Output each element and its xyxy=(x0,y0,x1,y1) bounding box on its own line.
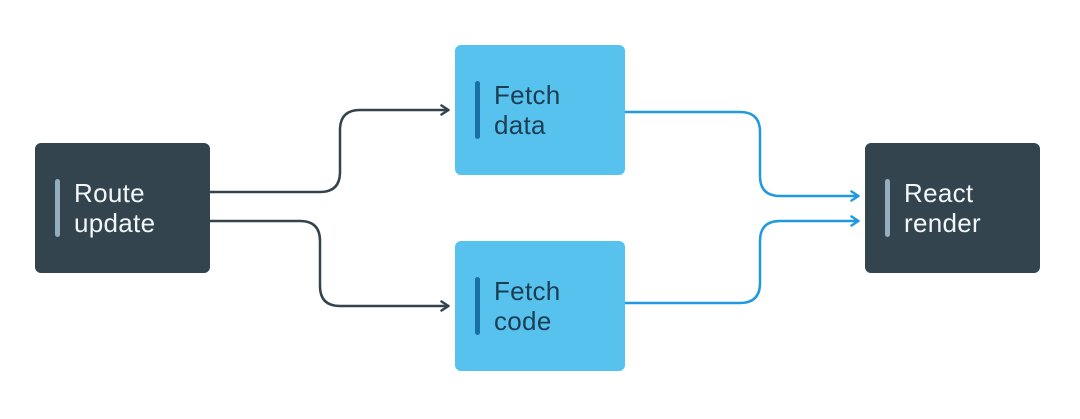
node-fetch-data-label: Fetch data xyxy=(494,79,561,140)
node-react-render: React render xyxy=(865,143,1040,273)
node-react-render-label: React render xyxy=(904,177,981,238)
node-fetch-code-label: Fetch code xyxy=(494,275,561,336)
edge-fetch-data-to-react-render xyxy=(623,110,860,202)
node-route-update: Route update xyxy=(35,143,210,273)
accent-bar xyxy=(55,179,60,237)
node-route-update-label: Route update xyxy=(74,177,156,238)
accent-bar xyxy=(475,277,480,335)
accent-bar xyxy=(475,81,480,139)
node-fetch-data: Fetch data xyxy=(455,45,625,175)
edge-route-update-to-fetch-data xyxy=(208,104,450,194)
node-fetch-code: Fetch code xyxy=(455,241,625,371)
accent-bar xyxy=(885,179,890,237)
edge-fetch-code-to-react-render xyxy=(623,215,860,305)
edge-route-update-to-fetch-code xyxy=(208,219,450,312)
